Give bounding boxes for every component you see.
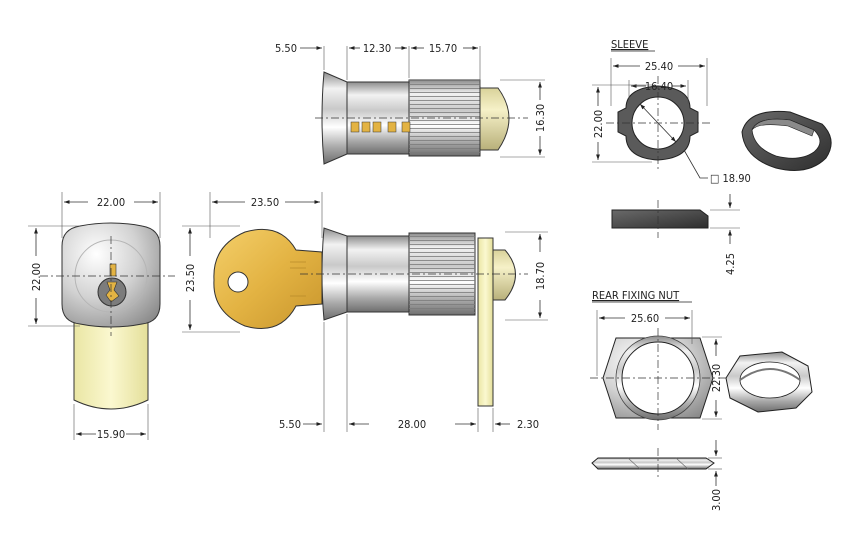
- sleeve-side: [611, 209, 709, 229]
- dim-body-height: 18.70: [534, 262, 547, 290]
- key-bow: [213, 228, 323, 329]
- dim-top-height: 16.30: [534, 104, 547, 132]
- dim-top-mid: 12.30: [363, 42, 391, 55]
- keyway-slot-icon: [105, 281, 120, 303]
- key-and-side-view: 23.50 23.50 18.70 5.50 28.00 2.30: [182, 192, 548, 432]
- key-hole: [227, 271, 249, 293]
- nut-side: [591, 457, 715, 470]
- dim-cam-thickness: 2.30: [517, 418, 539, 431]
- front-view: 22.00 22.00 15.90: [28, 192, 175, 441]
- key-ridges: [290, 261, 306, 297]
- dim-nut-width: 25.60: [631, 312, 659, 325]
- dim-nut-thickness: 3.00: [710, 489, 723, 511]
- dim-top-thread: 15.70: [429, 42, 457, 55]
- top-end-cap: [479, 87, 510, 151]
- side-cam-plate: [477, 237, 494, 407]
- pin-tumbler-slots: [350, 121, 411, 133]
- dim-nut-height: 22.30: [710, 364, 723, 392]
- side-end-cap: [492, 249, 516, 301]
- rear-nut-section: REAR FIXING NUT 25.60 22.30: [590, 289, 813, 511]
- nut-title: REAR FIXING NUT: [592, 289, 680, 302]
- front-cam-plate: [73, 321, 149, 410]
- dim-cam-width: 15.90: [97, 428, 125, 441]
- dim-sleeve-inner: 16.40: [645, 80, 673, 93]
- dim-key-length: 23.50: [251, 196, 279, 209]
- dim-sleeve-height: 22.00: [592, 110, 605, 138]
- sleeve-iso-ring: [741, 110, 832, 171]
- dim-sleeve-thickness: 4.25: [724, 253, 737, 275]
- top-side-view: 5.50 12.30 15.70 16.30: [275, 42, 547, 165]
- dim-top-flange: 5.50: [275, 42, 297, 55]
- dim-key-height: 23.50: [184, 264, 197, 292]
- dim-bottom-flange: 5.50: [279, 418, 301, 431]
- dim-sleeve-outer: 25.40: [645, 60, 673, 73]
- dim-sleeve-square: □ 18.90: [710, 172, 751, 185]
- nut-iso: [725, 351, 813, 413]
- sleeve-section: SLEEVE 25.40 16.40 22.00 □ 18.90: [592, 38, 832, 275]
- dim-body-length: 28.00: [398, 418, 426, 431]
- sleeve-title: SLEEVE: [611, 38, 648, 51]
- keyway-top-pin: [109, 263, 117, 277]
- dim-front-height: 22.00: [30, 263, 43, 291]
- dim-front-width: 22.00: [97, 196, 125, 209]
